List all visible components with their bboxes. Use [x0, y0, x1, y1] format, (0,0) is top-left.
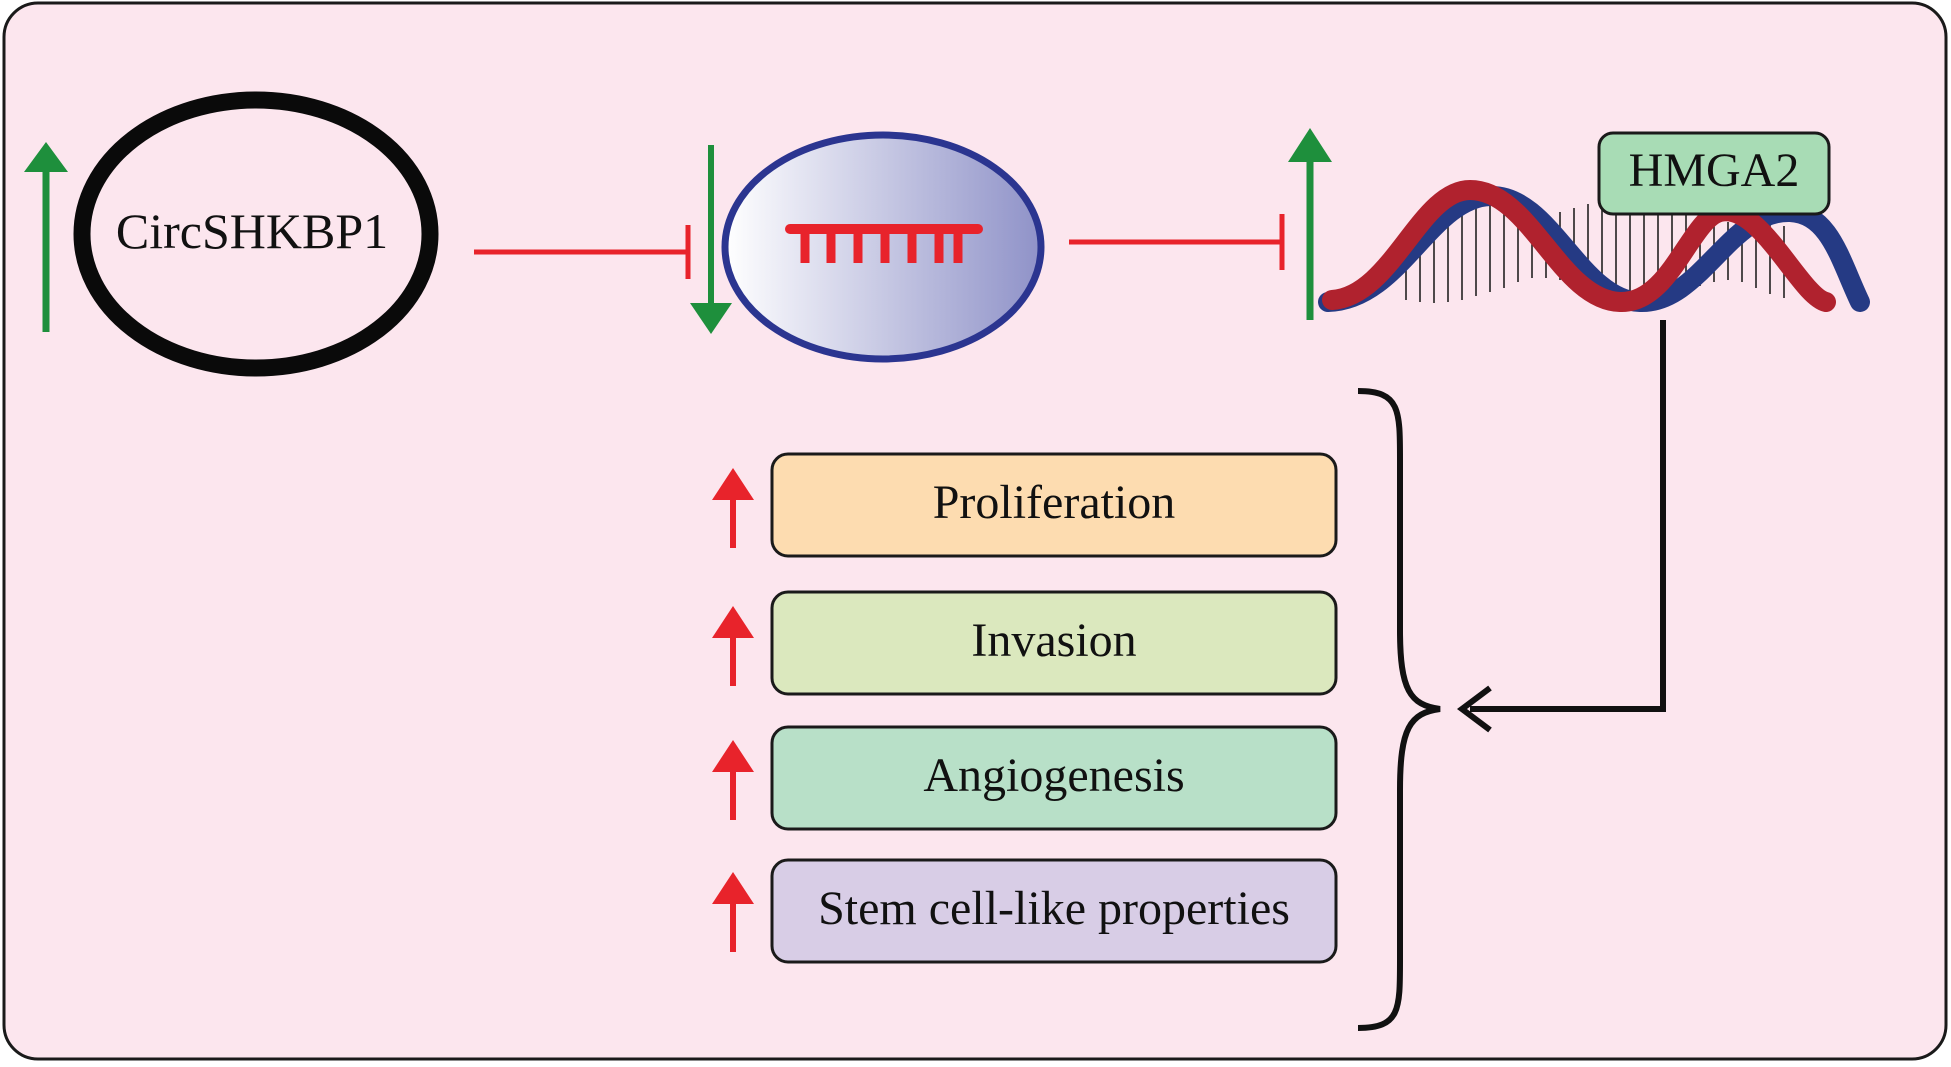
outcome-box	[770, 858, 1338, 964]
mirna-down-arrow-icon	[690, 145, 732, 334]
hmga2-box	[1597, 131, 1831, 216]
circrna-ring-icon	[73, 91, 439, 377]
outcome-proliferation: Proliferation	[712, 452, 1338, 558]
outcome-label: Proliferation	[933, 476, 1176, 529]
circrna-label: CircSHKBP1	[116, 203, 388, 259]
outcome-stem-cell-like-properties: Stem cell-like properties	[712, 858, 1338, 964]
brace-icon	[1357, 388, 1441, 1031]
inhibition-arrow-icon	[474, 225, 691, 279]
hmga2-label: HMGA2	[1629, 144, 1800, 197]
hmga2-up-arrow-icon	[1288, 128, 1332, 320]
outcome-label: Stem cell-like properties	[818, 882, 1290, 935]
mirna-icon	[785, 224, 983, 263]
outcome-box	[770, 725, 1338, 831]
inhibition-arrow-icon	[1069, 214, 1285, 270]
up-arrow-icon	[712, 740, 754, 820]
up-arrow-icon	[712, 872, 754, 952]
circrna-up-arrow-icon	[24, 142, 68, 332]
outcome-label: Angiogenesis	[923, 749, 1184, 802]
outcome-box	[770, 590, 1338, 696]
up-arrow-icon	[712, 606, 754, 686]
pointer-arrow-icon	[1457, 320, 1666, 733]
outcome-box	[770, 452, 1338, 558]
up-arrow-icon	[712, 468, 754, 548]
outcome-invasion: Invasion	[712, 590, 1338, 696]
outcome-label: Invasion	[971, 614, 1136, 667]
dna-helix-icon	[1318, 179, 1870, 313]
outcome-angiogenesis: Angiogenesis	[712, 725, 1338, 831]
